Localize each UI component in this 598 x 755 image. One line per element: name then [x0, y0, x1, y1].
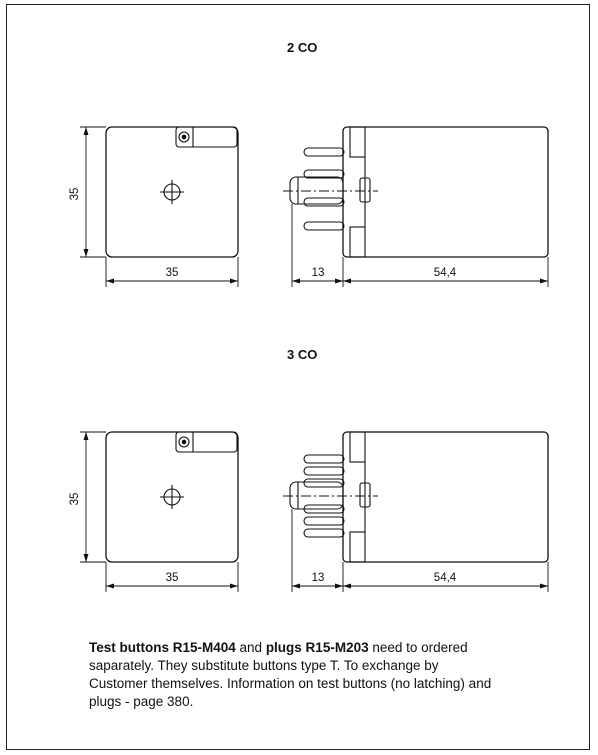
dim-height-3co: 35 [69, 493, 81, 506]
dim-width-3co: 35 [166, 572, 179, 584]
side-view-3co [283, 431, 549, 563]
note-plugs: plugs R15-M203 [265, 640, 369, 655]
section-title-2co: 2 CO [287, 40, 318, 55]
note-and: and [235, 640, 266, 655]
dim-length-2co: 54,4 [434, 267, 457, 279]
drawing-3co: 35 35 13 54,4 [69, 431, 549, 592]
dim-width-2co: 35 [166, 267, 179, 279]
dimensions-2co [80, 126, 549, 287]
dimensions-3co [80, 431, 549, 592]
front-view-3co [105, 431, 239, 563]
dim-pins-2co: 13 [312, 267, 325, 279]
dim-length-3co: 54,4 [434, 572, 457, 584]
page-frame [6, 4, 590, 750]
side-view-2co [283, 126, 549, 258]
dim-height-2co: 35 [69, 188, 81, 201]
front-view-2co [105, 126, 239, 258]
section-title-3co: 3 CO [287, 347, 318, 362]
drawing-2co: 35 35 13 54,4 [69, 126, 549, 287]
note-text: need to ordered saparately. They substit… [89, 640, 492, 709]
note-test-buttons: Test buttons R15-M404 [89, 640, 236, 655]
dim-pins-3co: 13 [312, 572, 325, 584]
ordering-note: Test buttons R15-M404 and plugs R15-M203… [89, 639, 494, 711]
